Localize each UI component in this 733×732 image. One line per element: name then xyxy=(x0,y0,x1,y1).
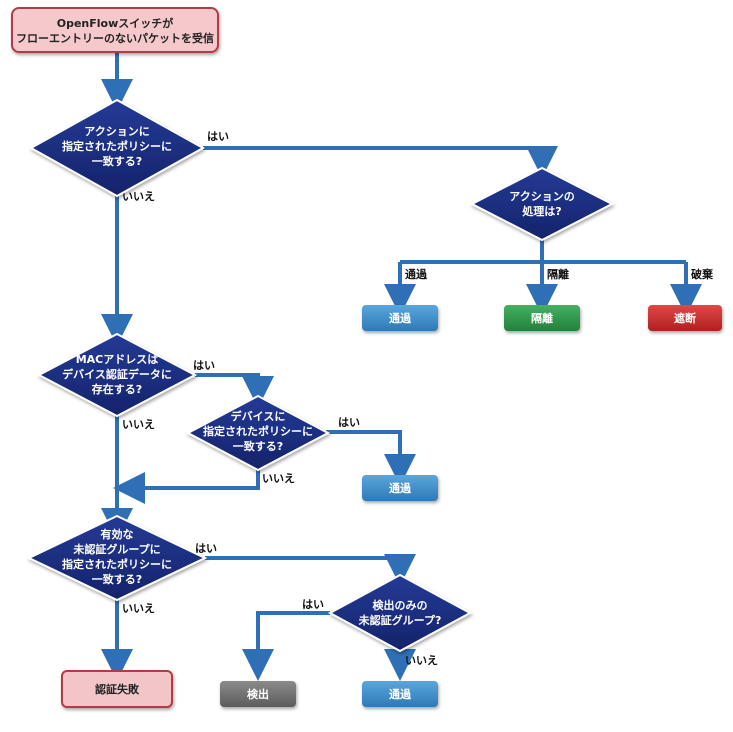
result-isolate-label: 隔離 xyxy=(531,311,553,325)
label-d4-yes: はい xyxy=(338,416,360,429)
decision-d5 xyxy=(26,514,208,602)
d1-line-3: 一致する? xyxy=(92,154,142,168)
start-line-2: フローエントリーのないパケットを受信 xyxy=(16,31,214,45)
decision-d1 xyxy=(28,98,206,198)
arrow-d4-yes xyxy=(326,430,416,486)
decision-d4 xyxy=(185,394,331,472)
arrow-d5-yes xyxy=(205,554,416,586)
d5-line-1: 有効な xyxy=(101,527,134,541)
d5-line-2: 未認証グループに xyxy=(72,542,160,556)
label-discard-branch: 破棄 xyxy=(691,267,714,281)
result-detect-label: 検出 xyxy=(247,687,269,701)
d4-line-1: デバイスに xyxy=(231,409,286,423)
result-block xyxy=(648,305,722,331)
d3-line-2: デバイス認証データに xyxy=(62,367,172,381)
d4-line-3: 一致する? xyxy=(233,439,283,453)
result-pass-3-label: 通過 xyxy=(389,687,412,701)
d1-line-2: 指定されたポリシーに xyxy=(62,139,172,153)
result-pass-2 xyxy=(362,475,438,501)
result-block-label: 遮断 xyxy=(674,311,696,325)
label-d3-yes: はい xyxy=(193,359,215,372)
d1-line-1: アクションに xyxy=(84,125,149,138)
d6-line-1: 検出のみの xyxy=(373,598,428,612)
d4-line-2: 指定されたポリシーに xyxy=(203,424,313,438)
d3-line-1: MACアドレスは xyxy=(76,353,159,366)
start-node xyxy=(11,7,219,53)
d3-line-3: 存在する? xyxy=(92,382,142,396)
d2-line-2: 処理は? xyxy=(521,204,561,218)
result-isolate xyxy=(504,305,580,331)
label-pass-branch: 通過 xyxy=(405,267,428,281)
arrow-d3-yes xyxy=(195,373,274,408)
label-d5-yes: はい xyxy=(195,542,217,555)
label-d5-no: いいえ xyxy=(122,602,155,615)
label-d4-no: いいえ xyxy=(262,472,295,485)
label-d1-yes: はい xyxy=(207,130,229,143)
connectors xyxy=(101,52,702,681)
d5-line-3: 指定されたポリシーに xyxy=(62,557,172,571)
result-pass-1 xyxy=(362,305,438,331)
label-d6-yes: はい xyxy=(302,598,324,611)
label-isolate-branch: 隔離 xyxy=(547,267,569,281)
label-d1-no: いいえ xyxy=(122,190,155,203)
result-auth-fail-label: 認証失敗 xyxy=(95,682,140,696)
start-line-1: OpenFlowスイッチが xyxy=(57,16,174,30)
arrow-d6-yes xyxy=(242,611,330,681)
result-pass-2-label: 通過 xyxy=(389,481,412,495)
result-auth-fail xyxy=(61,670,173,708)
result-detect xyxy=(220,681,296,707)
decision-d3 xyxy=(36,332,198,418)
label-d3-no: いいえ xyxy=(122,418,155,431)
decision-d2 xyxy=(469,166,615,242)
result-pass-3 xyxy=(362,681,438,707)
d6-line-2: 未認証グループ? xyxy=(358,613,442,627)
d2-line-1: アクションの xyxy=(509,190,574,203)
arrow-d1-yes xyxy=(203,146,558,178)
label-d6-no: いいえ xyxy=(405,654,438,667)
arrow-d4-no xyxy=(113,470,260,504)
decision-d6 xyxy=(327,573,473,653)
result-pass-1-label: 通過 xyxy=(389,311,412,325)
branch-labels: はい いいえ 通過 隔離 破棄 はい いいえ はい いいえ はい いいえ はい … xyxy=(122,130,714,667)
d5-line-4: 一致する? xyxy=(92,572,142,586)
